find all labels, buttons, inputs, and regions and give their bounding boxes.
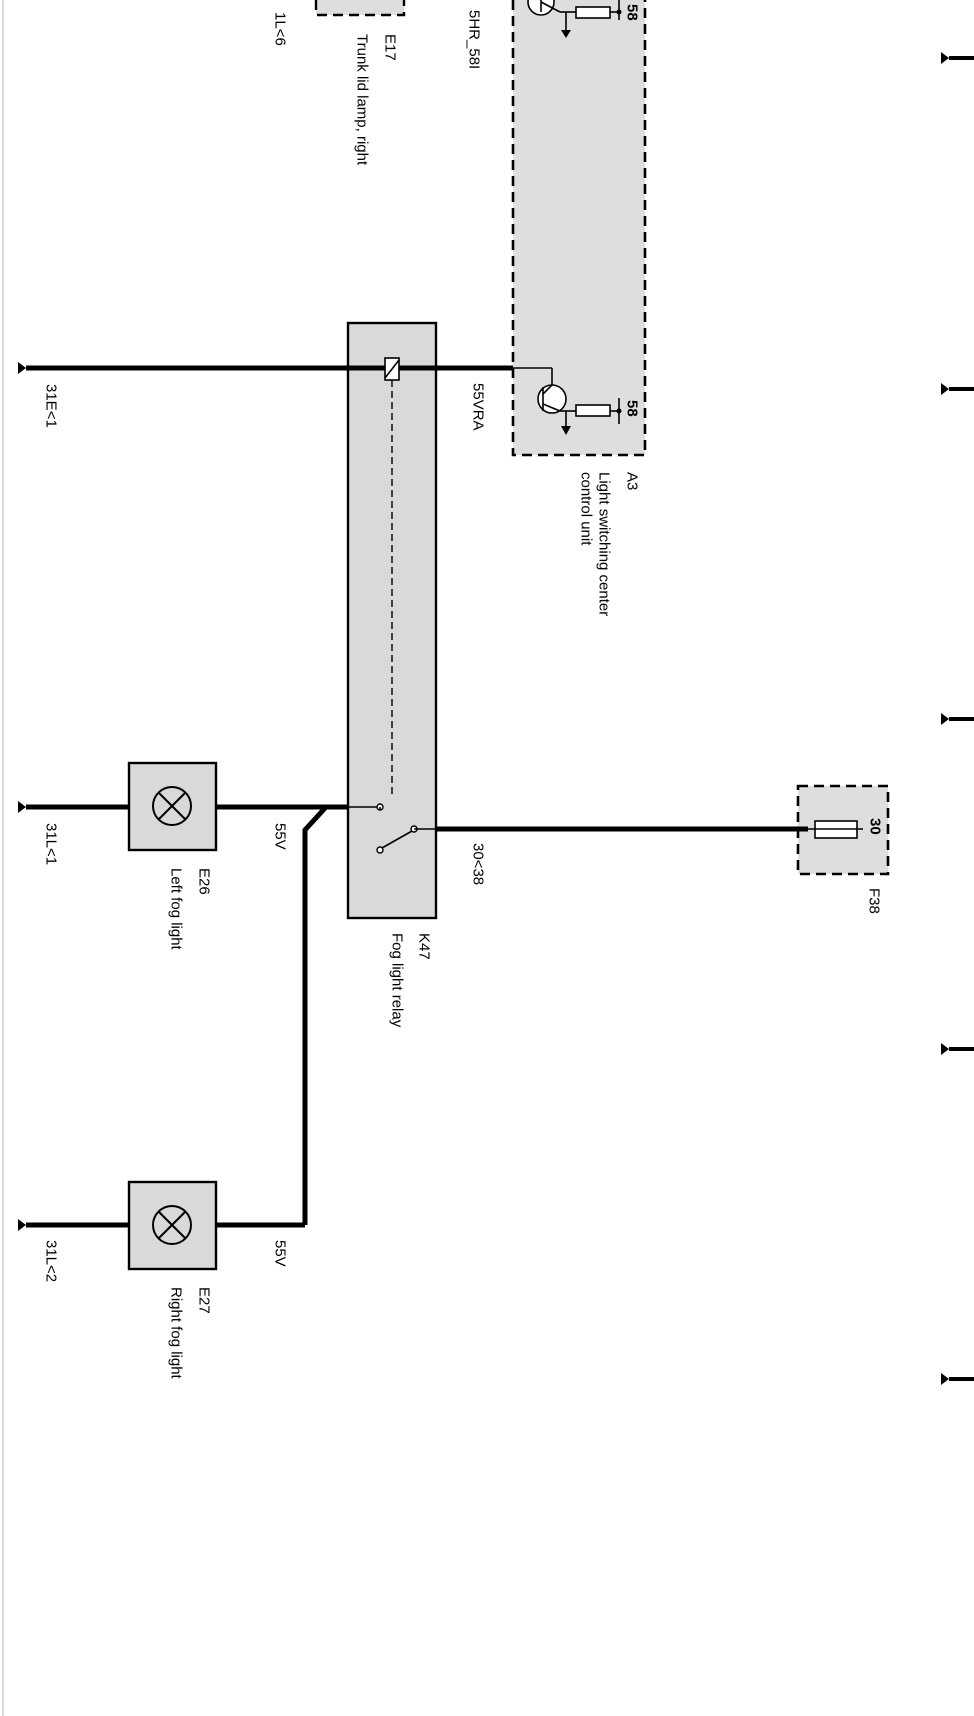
wire-label-top-cut: 5HR_58I [466,10,483,69]
component-id-e27: E27 [196,1287,213,1314]
relay-switch-arm [381,830,413,849]
component-name-a3-line2: control unit [578,472,595,546]
wire-label-unit-out: 55VRA [470,383,487,431]
component-name-e26: Left fog light [168,868,185,951]
ground-terminals [18,362,26,1231]
component-name-e27: Right fog light [168,1287,185,1380]
wire-label-left-feed: 55V [272,823,289,850]
wire-label-right-feed: 55V [272,1240,289,1267]
wire-label-ground-left: 31L<1 [43,823,60,865]
right-fog-light [127,1180,218,1271]
pin-label-bottom: 58 [624,400,641,417]
wire-label-fuse-line: 30<38 [470,843,487,885]
pin-label-fuse: 30 [867,818,884,835]
lamp-icon [152,1205,192,1245]
component-id-k47: K47 [416,933,433,960]
wire-right-branch [302,805,328,1225]
component-id-f38: F38 [866,888,883,914]
wire-label-top-left: 1L<6 [272,12,289,46]
frame-marker [941,713,974,725]
ground-arrow-icon [18,362,26,374]
relay-contact [376,846,384,854]
component-name-e17: Trunk lid lamp, right [354,34,371,166]
component-name-k47: Fog light relay [389,933,406,1028]
transistor-top-icon [527,0,622,38]
light-switching-control-unit [511,0,647,457]
trunk-lamp-box [314,0,406,17]
ground-arrow-icon [18,801,26,813]
pin-label-top: 58 [624,4,641,21]
lamp-icon [152,786,192,826]
control-unit-box [511,0,647,457]
frame-marker [941,52,974,64]
wire-label-ground-right: 31L<2 [43,1240,60,1282]
frame-marker [941,383,974,395]
frame-marker [941,1043,974,1055]
ground-arrow-icon [18,1219,26,1231]
component-name-a3-line1: Light switching center [596,472,613,616]
fog-light-relay [346,321,438,920]
transistor-bottom-icon [513,367,622,435]
component-id-e17: E17 [382,34,399,61]
wires [26,365,808,1228]
resistor-top-icon [575,6,611,19]
frame-markers [941,52,974,1385]
resistor-bottom-icon [575,404,611,417]
component-id-a3: A3 [624,472,641,490]
relay-box [346,321,438,920]
trunk-lid-lamp [314,0,406,17]
frame-marker [941,1373,974,1385]
left-fog-light [127,761,218,852]
component-id-e26: E26 [196,868,213,895]
wire-label-ground-e: 31E<1 [43,384,60,428]
